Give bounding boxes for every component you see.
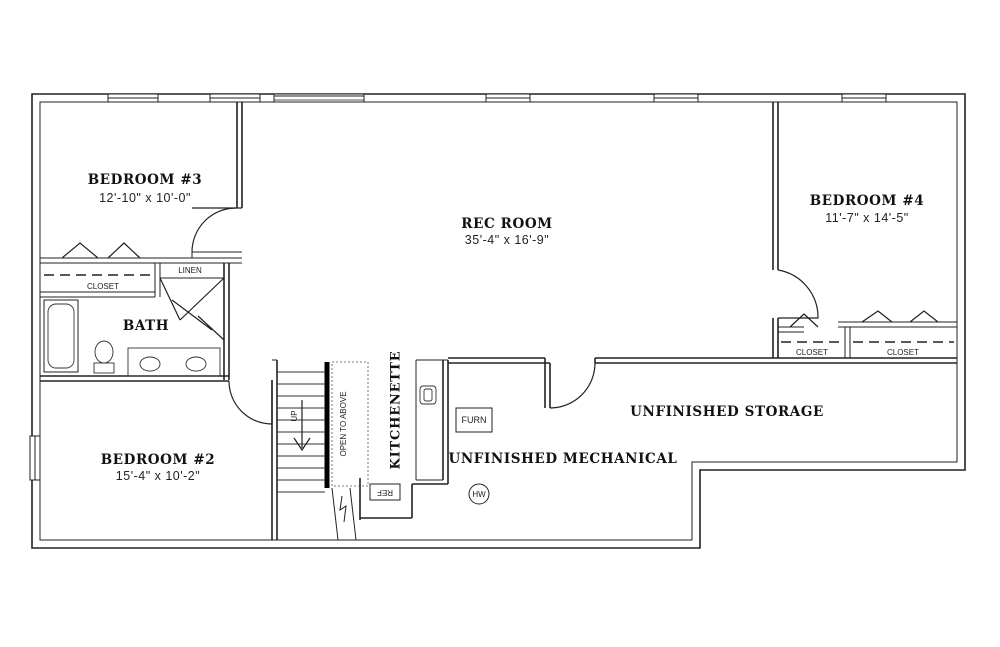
vanity (127, 347, 221, 377)
sink (419, 385, 437, 405)
bath-name: BATH (123, 318, 169, 334)
break-mark (339, 495, 347, 523)
bathtub (43, 299, 79, 373)
stairs: UP (277, 371, 325, 493)
bedroom3-name: BEDROOM #3 (88, 172, 203, 188)
closet-rods (44, 274, 954, 343)
unfinished-storage-name: UNFINISHED STORAGE (630, 404, 824, 420)
closet-label-bedroom4-b: CLOSET (887, 348, 919, 357)
unfinished-mechanical-name: UNFINISHED MECHANICAL (448, 451, 677, 467)
kitchenette-fixtures: REF (369, 385, 437, 501)
refrigerator (369, 483, 401, 501)
left-window (29, 435, 41, 481)
rec-room-dim: 35'-4" x 16'-9" (465, 233, 549, 247)
open-to-above-label: OPEN TO ABOVE (339, 391, 348, 456)
top-windows (107, 93, 887, 103)
water-heater (468, 483, 490, 505)
ref-label: REF (377, 488, 393, 497)
bedroom3-dim: 12'-10" x 10'-0" (99, 191, 191, 205)
bedroom4-name: BEDROOM #4 (810, 193, 925, 209)
furnace (455, 407, 493, 433)
bedroom2-dim: 15'-4" x 10'-2" (116, 469, 200, 483)
toilet (94, 340, 114, 364)
open-to-above: OPEN TO ABOVE (331, 361, 369, 487)
rec-room-name: REC ROOM (461, 216, 552, 232)
bedroom2-name: BEDROOM #2 (101, 452, 216, 468)
closet-label-bedroom3: CLOSET (87, 282, 119, 291)
furn-label: FURN (462, 415, 487, 425)
doors (61, 207, 939, 425)
stair-up-label: UP (290, 410, 299, 421)
linen-label: LINEN (178, 266, 202, 275)
bedroom4-dim: 11'-7" x 14'-5" (825, 211, 908, 225)
mechanical-fixtures: FURN HW (455, 407, 493, 505)
exterior-walls (31, 93, 966, 549)
bath-fixtures (43, 299, 221, 377)
closet-label-bedroom4-a: CLOSET (796, 348, 828, 357)
hw-label: HW (472, 490, 486, 499)
kitchenette-name: KITCHENETTE (389, 351, 404, 470)
